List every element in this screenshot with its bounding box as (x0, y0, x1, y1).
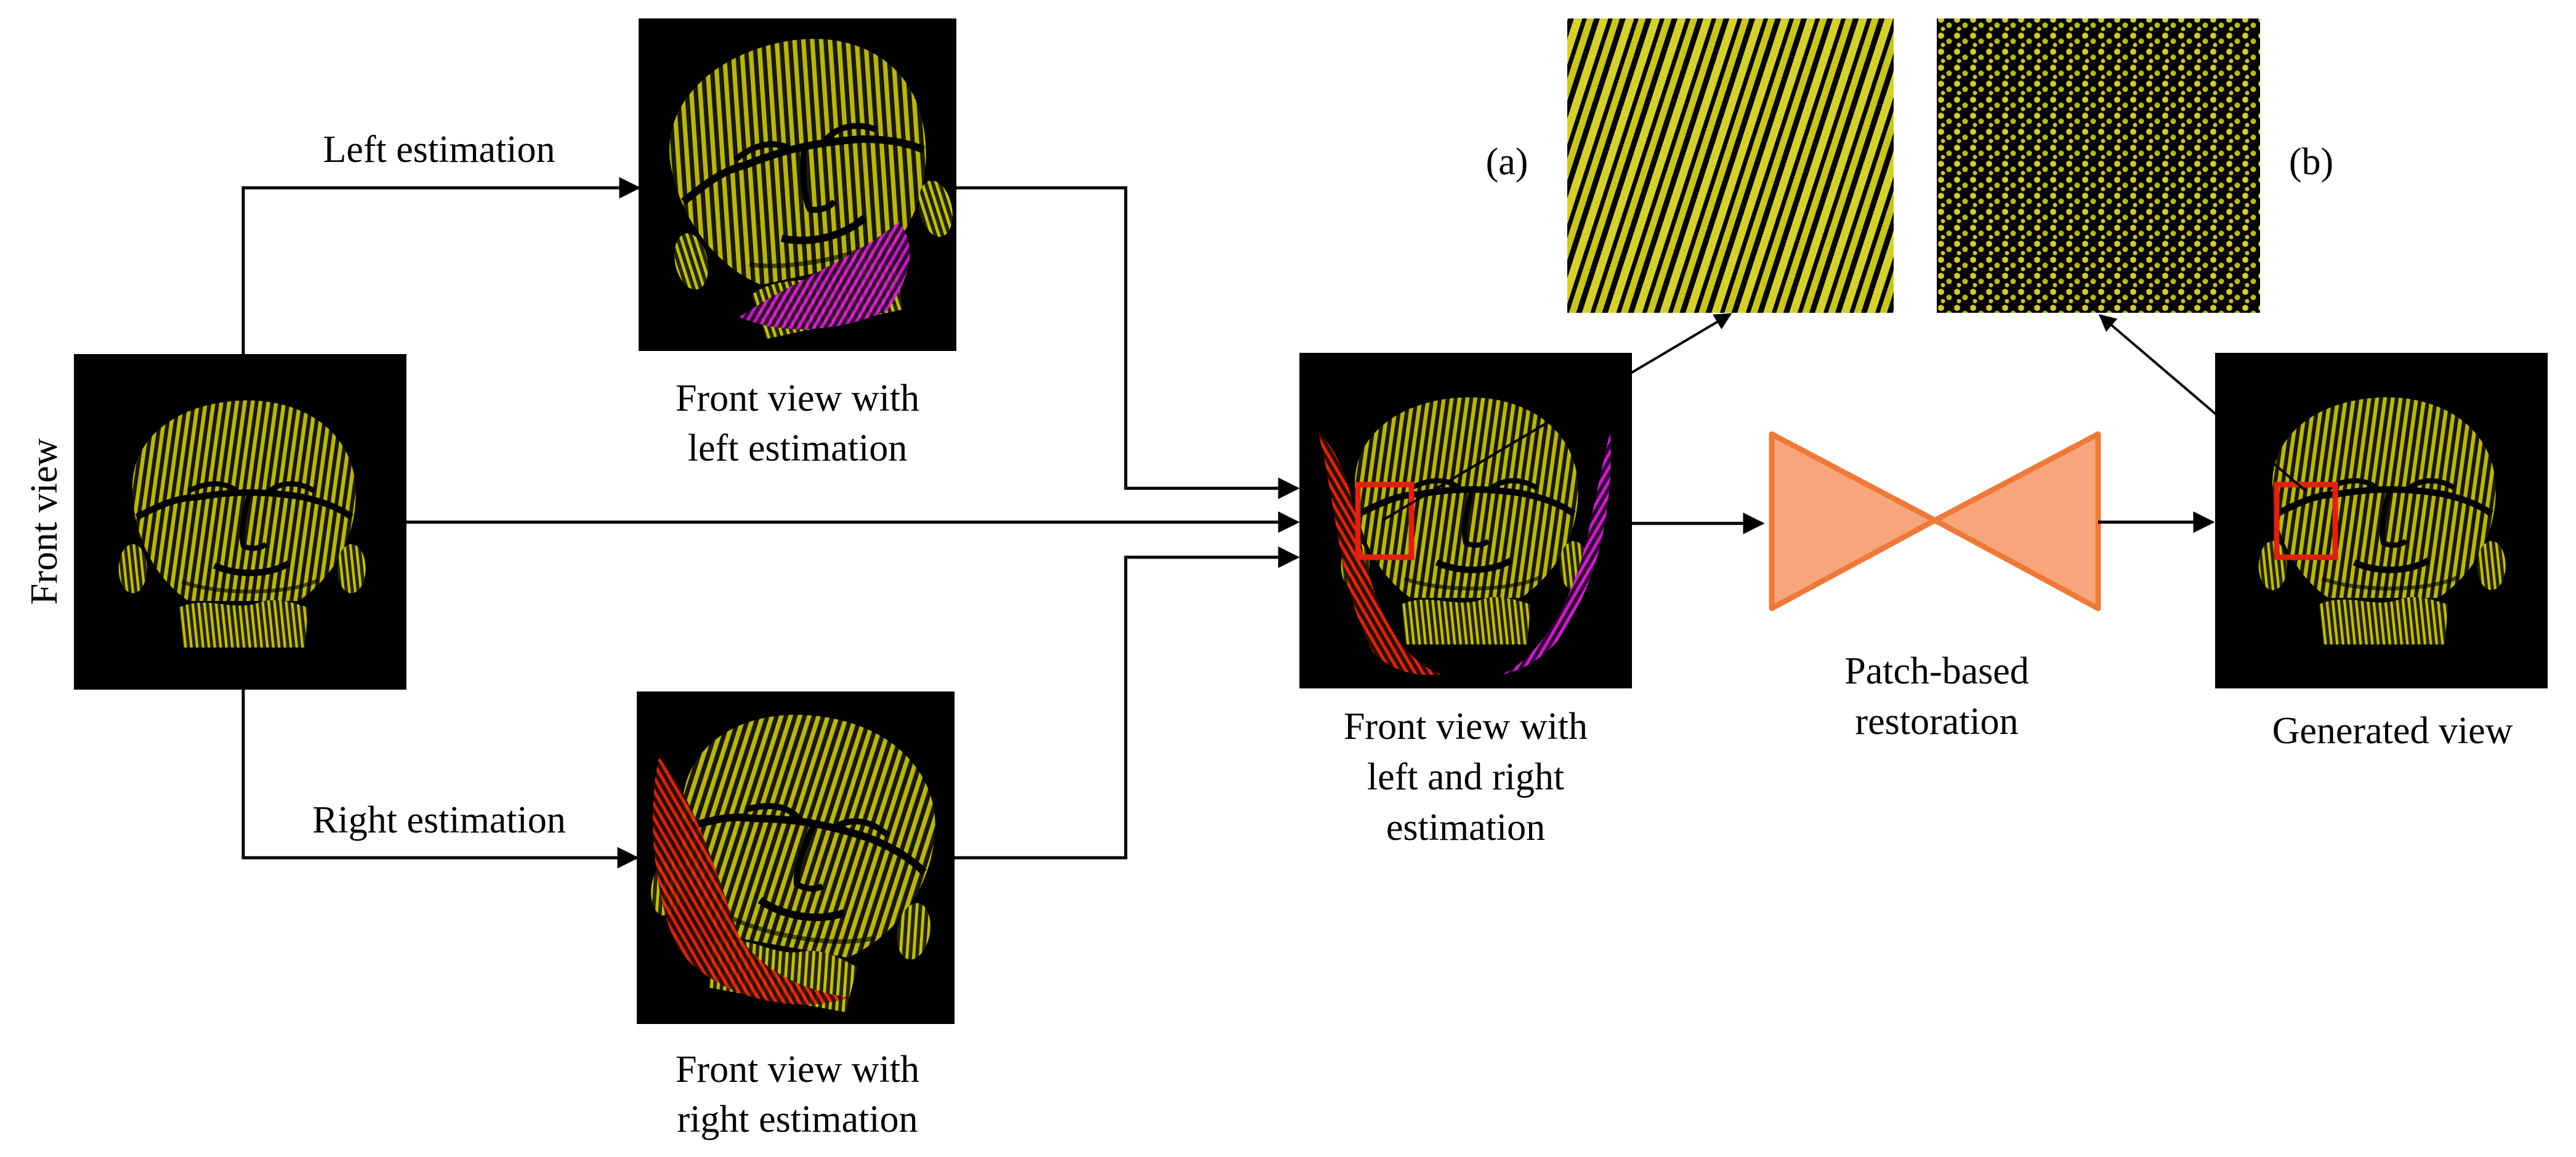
right-estimation-image (636, 691, 963, 1025)
patch-b-label: (b) (2289, 141, 2333, 183)
front-view-label: Front view (23, 438, 65, 605)
patch-a-image (1567, 18, 1894, 313)
left-caption-line1: Front view with (676, 377, 919, 419)
right-caption-line1: Front view with (676, 1049, 919, 1090)
generated-highlight-box (2274, 482, 2338, 560)
connector-arrows (241, 177, 2307, 869)
combined-caption-line3: estimation (1386, 807, 1545, 849)
patch-a-label: (a) (1486, 141, 1528, 183)
bowtie-encoder-decoder-icon (1769, 431, 2101, 611)
arrow-right-to-combined (955, 546, 1300, 860)
left-estimation-image (636, 14, 971, 355)
generated-view-image (2215, 353, 2548, 688)
arrow-front-to-right (241, 690, 639, 869)
generated-view-label: Generated view (2272, 710, 2513, 752)
restoration-line2: restoration (1855, 701, 2018, 743)
arrow-generated-to-patch-b (2098, 314, 2307, 493)
arrow-front-to-left (241, 177, 641, 354)
patch-b-image (1937, 18, 2260, 313)
combined-caption-line2: left and right (1367, 756, 1564, 798)
combined-estimation-image (1299, 353, 1632, 688)
right-caption-line2: right estimation (677, 1099, 918, 1140)
right-estimation-label: Right estimation (312, 799, 566, 841)
left-estimation-label: Left estimation (323, 129, 555, 171)
left-caption-line2: left estimation (688, 427, 907, 469)
patch-highlight-box (1355, 482, 1415, 560)
arrow-box-to-patch-a (1381, 313, 1732, 522)
combined-caption-line1: Front view with (1344, 706, 1588, 748)
front-view-image (74, 354, 406, 690)
arrow-left-to-combined (956, 186, 1300, 499)
restoration-line1: Patch-based (1844, 650, 2029, 692)
